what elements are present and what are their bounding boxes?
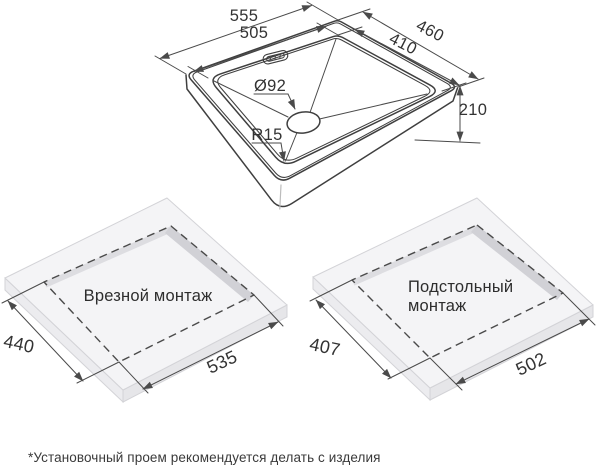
drain-hole (286, 111, 321, 134)
dim-label-440: 440 (2, 331, 36, 357)
mount-panel-under: Подстольный монтаж 407 502 (308, 197, 596, 402)
cutout-side-wall (165, 226, 254, 302)
dimension-inner-width: 505 (187, 22, 339, 79)
mount-panel-inset: Врезной монтаж 440 535 (1, 197, 288, 404)
dim-label-radius: R15 (251, 126, 282, 144)
sink-bowl-edge (217, 37, 431, 161)
cutout-side-wall (471, 225, 563, 300)
cutout-far-wall (352, 225, 480, 286)
dim-label-drain: Ø92 (254, 77, 286, 95)
dim-label-210: 210 (459, 101, 487, 119)
mount-under-title-line1: Подстольный (408, 278, 513, 296)
footnote-text: *Установочный проем рекомендуется делать… (28, 450, 381, 465)
cutout-far-wall (44, 226, 174, 288)
callout-drain-diameter: Ø92 (253, 77, 296, 110)
sink-isometric-view (185, 20, 459, 210)
sink-bowl-opening (212, 35, 436, 165)
sink-body (185, 74, 459, 208)
dimension-under-front: 502 (429, 292, 596, 391)
cutout-outline-dashed (43, 225, 255, 363)
sink-front-corner-line (279, 184, 282, 210)
dimension-height: 210 (414, 85, 487, 144)
dim-label-410: 410 (386, 30, 420, 59)
sink-outer-rim (188, 20, 456, 181)
dim-label-505: 505 (240, 24, 268, 42)
dimension-inset-side: 440 (1, 281, 120, 384)
mount-under-title-line2: монтаж (408, 297, 466, 315)
bowl-crease-lines (212, 38, 428, 162)
sink-rim-inner-edge (192, 22, 451, 178)
callout-corner-radius: R15 (251, 126, 286, 162)
dim-label-555: 555 (230, 7, 258, 25)
mount-inset-title: Врезной монтаж (84, 287, 213, 305)
dim-label-407: 407 (308, 334, 342, 360)
